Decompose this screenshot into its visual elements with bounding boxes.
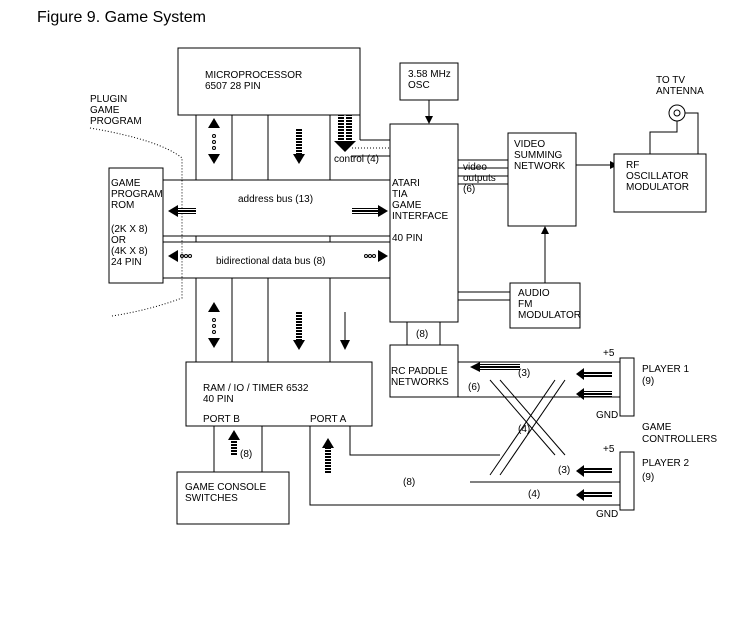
svg-text:MODULATOR: MODULATOR xyxy=(626,182,689,193)
osc-block: 3.58 MHz OSC xyxy=(399,62,459,124)
svg-text:(4): (4) xyxy=(518,424,530,435)
svg-text:TO TV: TO TV xyxy=(656,75,685,86)
svg-text:NETWORKS: NETWORKS xyxy=(391,377,449,388)
svg-text:MODULATOR: MODULATOR xyxy=(518,310,581,321)
rf-block: RF OSCILLATOR MODULATOR xyxy=(576,153,707,213)
svg-text:PORT B: PORT B xyxy=(203,414,240,425)
svg-text:(4): (4) xyxy=(528,489,540,500)
svg-text:INTERFACE: INTERFACE xyxy=(392,211,448,222)
svg-text:PLUGIN: PLUGIN xyxy=(90,94,127,105)
svg-text:GND: GND xyxy=(596,410,618,421)
svg-text:RF: RF xyxy=(626,160,639,171)
svg-text:(3): (3) xyxy=(558,465,570,476)
svg-text:GAME: GAME xyxy=(111,178,141,189)
svg-text:OSC: OSC xyxy=(408,80,430,91)
svg-text:24 PIN: 24 PIN xyxy=(111,257,142,268)
bus-outlines xyxy=(163,115,390,362)
video-outputs: video outputs (6) xyxy=(458,159,508,195)
svg-text:3.58 MHz: 3.58 MHz xyxy=(408,69,451,80)
svg-text:(3): (3) xyxy=(518,368,530,379)
address-bus-label: address bus (13) xyxy=(238,194,313,205)
svg-text:TIA: TIA xyxy=(392,189,408,200)
svg-text:OR: OR xyxy=(111,235,126,246)
paddle-block: (8) RC PADDLE NETWORKS xyxy=(389,322,459,398)
svg-text:(9): (9) xyxy=(642,472,654,483)
data-bus-label: bidirectional data bus (8) xyxy=(216,256,326,267)
svg-text:MICROPROCESSOR: MICROPROCESSOR xyxy=(205,70,302,81)
svg-text:VIDEO: VIDEO xyxy=(514,139,545,150)
plugin-label: PLUGIN GAME PROGRAM xyxy=(89,94,183,317)
cross-wiring: (4) xyxy=(489,379,566,476)
svg-text:(8): (8) xyxy=(403,477,415,488)
svg-text:(8): (8) xyxy=(416,329,428,340)
svg-text:RC PADDLE: RC PADDLE xyxy=(391,366,448,377)
svg-text:PLAYER 1: PLAYER 1 xyxy=(642,364,689,375)
rom-block: GAME PROGRAM ROM (2K X 8) OR (4K X 8) 24… xyxy=(108,167,164,284)
svg-text:PORT A: PORT A xyxy=(310,414,347,425)
bus-arrows xyxy=(168,115,388,350)
svg-text:PROGRAM: PROGRAM xyxy=(90,116,142,127)
control-label: control (4) xyxy=(334,154,379,165)
svg-text:(6): (6) xyxy=(468,382,480,393)
svg-text:GAME: GAME xyxy=(642,422,672,433)
audio-block: AUDIO FM MODULATOR xyxy=(458,226,581,329)
port-a-wiring: (8) xyxy=(309,426,576,506)
svg-text:video: video xyxy=(463,162,487,173)
figure-title: Figure 9. Game System xyxy=(37,9,206,26)
svg-text:ROM: ROM xyxy=(111,200,134,211)
svg-text:+5: +5 xyxy=(603,348,615,359)
svg-text:ANTENNA: ANTENNA xyxy=(656,86,704,97)
svg-text:PROGRAM: PROGRAM xyxy=(111,189,163,200)
svg-text:SUMMING: SUMMING xyxy=(514,150,563,161)
ram-block: RAM / IO / TIMER 6532 40 PIN PORT B PORT… xyxy=(185,361,373,427)
svg-text:GAME CONSOLE: GAME CONSOLE xyxy=(185,482,266,493)
svg-text:(2K X 8): (2K X 8) xyxy=(111,224,148,235)
antenna-icon xyxy=(668,104,686,122)
svg-text:ATARI: ATARI xyxy=(392,178,420,189)
svg-text:(9): (9) xyxy=(642,376,654,387)
svg-text:RAM / IO / TIMER 6532: RAM / IO / TIMER 6532 xyxy=(203,383,309,394)
svg-text:40 PIN: 40 PIN xyxy=(392,233,423,244)
video-summing-block: VIDEO SUMMING NETWORK xyxy=(507,132,577,227)
console-block: (8) GAME CONSOLE SWITCHES xyxy=(176,426,290,525)
svg-text:(8): (8) xyxy=(240,449,252,460)
svg-text:(4K X 8): (4K X 8) xyxy=(111,246,148,257)
svg-text:GAME: GAME xyxy=(392,200,422,211)
game-controllers-label: GAME CONTROLLERS xyxy=(642,422,717,445)
player1-connector: +5 GND PLAYER 1 (9) (3) (6) xyxy=(458,348,689,421)
svg-text:+5: +5 xyxy=(603,444,615,455)
microprocessor-block: MICROPROCESSOR 6507 28 PIN xyxy=(177,47,361,116)
svg-text:PLAYER 2: PLAYER 2 xyxy=(642,458,689,469)
svg-text:CONTROLLERS: CONTROLLERS xyxy=(642,434,717,445)
tv-antenna: TO TV ANTENNA xyxy=(649,75,704,154)
tia-block: ATARI TIA GAME INTERFACE 40 PIN xyxy=(389,123,459,323)
svg-text:OSCILLATOR: OSCILLATOR xyxy=(626,171,688,182)
svg-text:GND: GND xyxy=(596,509,618,520)
svg-text:outputs: outputs xyxy=(463,173,496,184)
svg-text:SWITCHES: SWITCHES xyxy=(185,493,238,504)
svg-text:FM: FM xyxy=(518,299,532,310)
svg-text:40 PIN: 40 PIN xyxy=(203,394,234,405)
player2-connector: +5 GND PLAYER 2 (9) (3) (4) xyxy=(470,444,689,520)
svg-text:GAME: GAME xyxy=(90,105,120,116)
svg-text:AUDIO: AUDIO xyxy=(518,288,550,299)
svg-text:NETWORK: NETWORK xyxy=(514,161,565,172)
svg-text:6507 28 PIN: 6507 28 PIN xyxy=(205,81,261,92)
svg-text:(6): (6) xyxy=(463,184,475,195)
